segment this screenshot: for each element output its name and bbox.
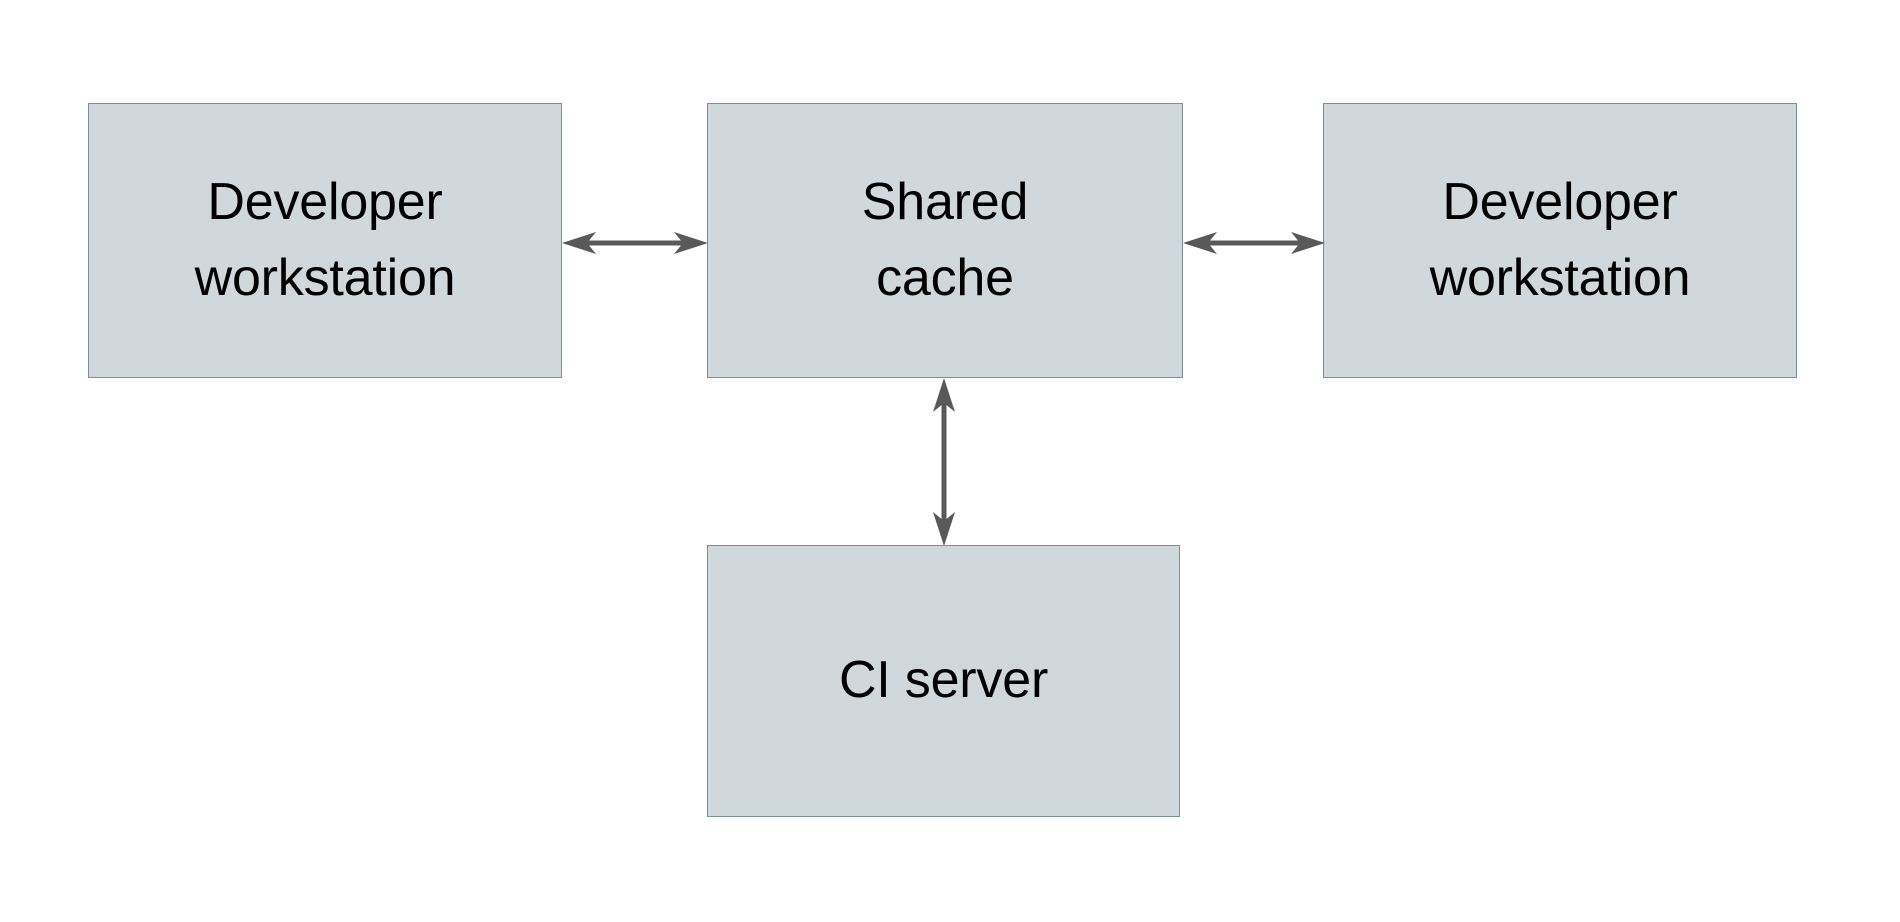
node-developer-workstation-right[interactable]: Developer workstation <box>1323 103 1797 378</box>
node-label: CI server <box>838 651 1049 710</box>
node-ci-server[interactable]: CI server <box>707 545 1180 817</box>
node-label: Shared cache <box>861 173 1029 307</box>
double-arrow-icon <box>562 232 708 254</box>
node-developer-workstation-left[interactable]: Developer workstation <box>88 103 562 378</box>
node-label: Developer workstation <box>194 173 456 307</box>
double-arrow-icon <box>933 378 955 546</box>
edge-shared-cache-to-developer-workstation-right[interactable] <box>1177 212 1331 274</box>
double-arrow-icon <box>1183 232 1325 254</box>
edge-shared-cache-to-ci-server[interactable] <box>913 372 975 552</box>
node-label: Developer workstation <box>1429 173 1691 307</box>
node-shared-cache[interactable]: Shared cache <box>707 103 1183 378</box>
edge-developer-workstation-left-to-shared-cache[interactable] <box>556 212 714 274</box>
